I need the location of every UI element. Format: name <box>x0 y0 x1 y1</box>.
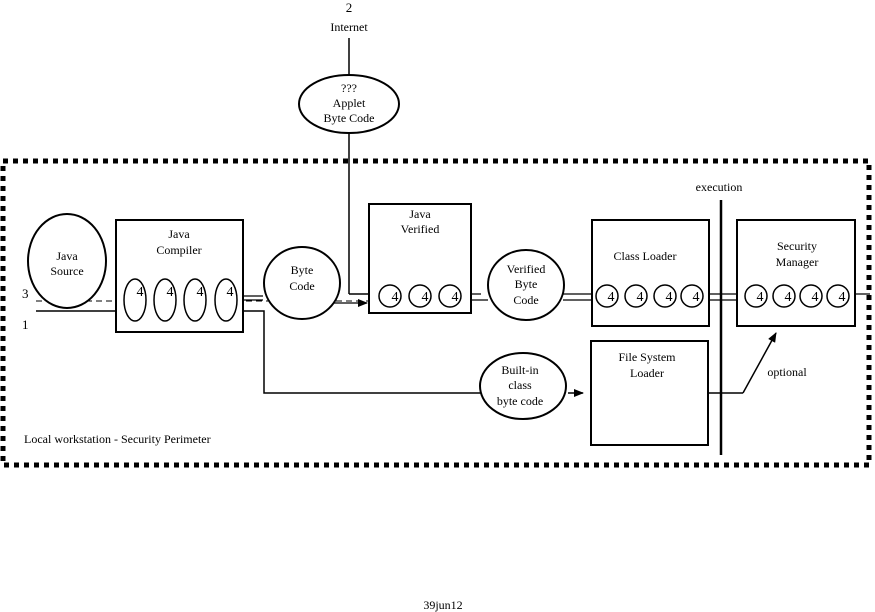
class-loader-glyph-2: 4 <box>637 290 644 305</box>
compiler-stages <box>123 278 238 322</box>
java-source-line-2: Source <box>50 264 83 278</box>
class-loader-box <box>591 219 710 327</box>
stage-glyphs: 4 4 4 4 4 4 4 4 4 4 4 4 4 4 4 <box>137 285 846 305</box>
security-manager-stage-2 <box>772 284 796 308</box>
security-manager-stage-4 <box>826 284 850 308</box>
builtin-line-1: Built-in <box>501 363 538 377</box>
file-system-loader-box <box>590 340 709 446</box>
security-manager-line-1: Security <box>777 239 817 253</box>
byte-code-line-2: Code <box>289 279 314 293</box>
verified-stage-2 <box>408 284 432 308</box>
compiler-glyph-3: 4 <box>197 285 204 300</box>
security-manager-stage-1 <box>744 284 768 308</box>
verified-byte-code-line-3: Code <box>513 293 538 307</box>
java-source-node <box>27 213 107 309</box>
file-system-loader-line-2: Loader <box>630 366 664 380</box>
applet-line-1: ??? <box>341 81 357 95</box>
builtin-line-3: byte code <box>497 394 543 408</box>
compiler-stage-4 <box>214 278 238 322</box>
class-loader-label: Class Loader <box>614 249 677 263</box>
verified-glyph-1: 4 <box>392 290 399 305</box>
perimeter-label: Local workstation - Security Perimeter <box>24 432 211 446</box>
security-manager-glyph-3: 4 <box>812 290 819 305</box>
class-loader-stages <box>595 284 704 308</box>
compiler-glyph-4: 4 <box>227 285 234 300</box>
applet-line-2: Applet <box>333 96 366 110</box>
security-manager-stage-3 <box>799 284 823 308</box>
class-loader-glyph-1: 4 <box>608 290 615 305</box>
java-compiler-line-2: Compiler <box>156 243 201 257</box>
byte-code-line-1: Byte <box>291 263 314 277</box>
class-loader-stage-4 <box>680 284 704 308</box>
compiler-glyph-1: 4 <box>137 285 144 300</box>
optional-label: optional <box>767 365 807 379</box>
security-manager-glyph-2: 4 <box>785 290 792 305</box>
verified-byte-code-line-1: Verified <box>507 262 546 276</box>
byte-code-node <box>263 246 341 320</box>
verified-byte-code-node <box>487 249 565 321</box>
java-source-line-1: Java <box>56 249 78 263</box>
class-loader-stage-3 <box>653 284 677 308</box>
path-number-3: 3 <box>22 286 29 301</box>
verified-glyph-3: 4 <box>452 290 459 305</box>
java-compiler-line-1: Java <box>168 227 190 241</box>
builtin-line-2: class <box>508 378 532 392</box>
path-number-1: 1 <box>22 317 29 332</box>
compiler-stage-1 <box>123 278 147 322</box>
class-loader-glyph-4: 4 <box>693 290 700 305</box>
security-manager-stages <box>744 284 850 308</box>
security-manager-box <box>736 219 856 327</box>
security-manager-glyph-1: 4 <box>757 290 764 305</box>
java-verified-line-1: Java <box>409 207 431 221</box>
verified-stage-1 <box>378 284 402 308</box>
class-loader-stage-2 <box>624 284 648 308</box>
verified-stage-3 <box>438 284 462 308</box>
security-manager-line-2: Manager <box>776 255 819 269</box>
optional-arrow <box>742 332 777 394</box>
verified-byte-code-line-2: Byte <box>515 277 538 291</box>
compiler-stage-2 <box>153 278 177 322</box>
file-system-loader-line-1: File System <box>618 350 676 364</box>
security-manager-glyph-4: 4 <box>839 290 846 305</box>
security-perimeter <box>0 158 872 468</box>
builtin-class-node <box>479 352 567 420</box>
class-loader-glyph-3: 4 <box>666 290 673 305</box>
internet-label: Internet <box>330 20 368 34</box>
execution-label: execution <box>696 180 743 194</box>
compiler-stage-3 <box>183 278 207 322</box>
java-verified-line-2: Verified <box>401 222 440 236</box>
verified-glyph-2: 4 <box>422 290 429 305</box>
compiler-glyph-2: 4 <box>167 285 174 300</box>
internet-number: 2 <box>346 0 353 15</box>
class-loader-stage-1 <box>595 284 619 308</box>
applet-line-3: Byte Code <box>324 111 375 125</box>
verified-stages <box>378 284 462 308</box>
footer-label: 39jun12 <box>423 598 462 612</box>
path-1 <box>36 310 481 394</box>
